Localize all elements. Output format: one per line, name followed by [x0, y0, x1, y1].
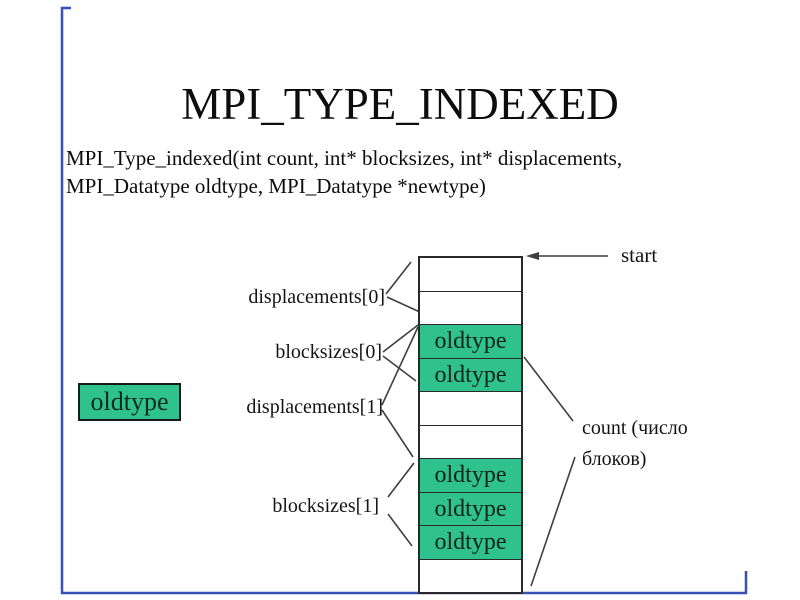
displacements0-bracket-lower-line [386, 296, 423, 314]
stack-cell-oldtype: oldtype [420, 325, 521, 359]
label-blocksizes-0: blocksizes[0] [275, 341, 382, 363]
displacements1-bracket-lower-line [381, 409, 414, 458]
label-displacements-0: displacements[0] [248, 286, 385, 308]
oldtype-legend-box: oldtype [78, 383, 181, 421]
function-signature-line2: MPI_Datatype oldtype, MPI_Datatype *newt… [66, 174, 486, 198]
label-blocksizes-1: blocksizes[1] [272, 495, 379, 517]
stack-cell-empty [420, 392, 521, 426]
label-count-line2: блоков) [582, 448, 647, 470]
stack-cell-oldtype: oldtype [420, 358, 521, 392]
label-count-line1: count (число [582, 417, 688, 439]
start-arrow-left-icon [526, 252, 539, 260]
label-count: count (число блоков) [582, 413, 688, 475]
oldtype-legend-label: oldtype [90, 387, 169, 416]
displacements1-bracket-upper-line [381, 326, 419, 406]
count-leader-upper-line [523, 356, 574, 422]
stack-cell-empty [420, 258, 521, 292]
stack-cell-empty [420, 426, 521, 459]
stack-cell-oldtype: oldtype [420, 459, 521, 493]
displacements0-bracket-upper-line [385, 261, 412, 295]
blocksizes0-bracket-lower-line [382, 355, 417, 382]
stack-cell-empty [420, 292, 521, 325]
blocksizes1-bracket-lower-line [387, 513, 413, 547]
stack-cell-empty [420, 560, 521, 593]
count-leader-lower-line [530, 456, 576, 587]
page-title: MPI_TYPE_INDEXED [181, 79, 619, 129]
stack-cell-oldtype: oldtype [420, 526, 521, 560]
blocksizes1-bracket-upper-line [387, 462, 415, 498]
blocksizes0-bracket-upper-line [382, 324, 419, 353]
function-signature: MPI_Type_indexed(int count, int* blocksi… [66, 144, 622, 200]
stack-cell-oldtype: oldtype [420, 492, 521, 526]
label-displacements-1: displacements[1] [246, 396, 383, 418]
function-signature-line1: MPI_Type_indexed(int count, int* blocksi… [66, 146, 623, 170]
label-start: start [621, 243, 658, 267]
